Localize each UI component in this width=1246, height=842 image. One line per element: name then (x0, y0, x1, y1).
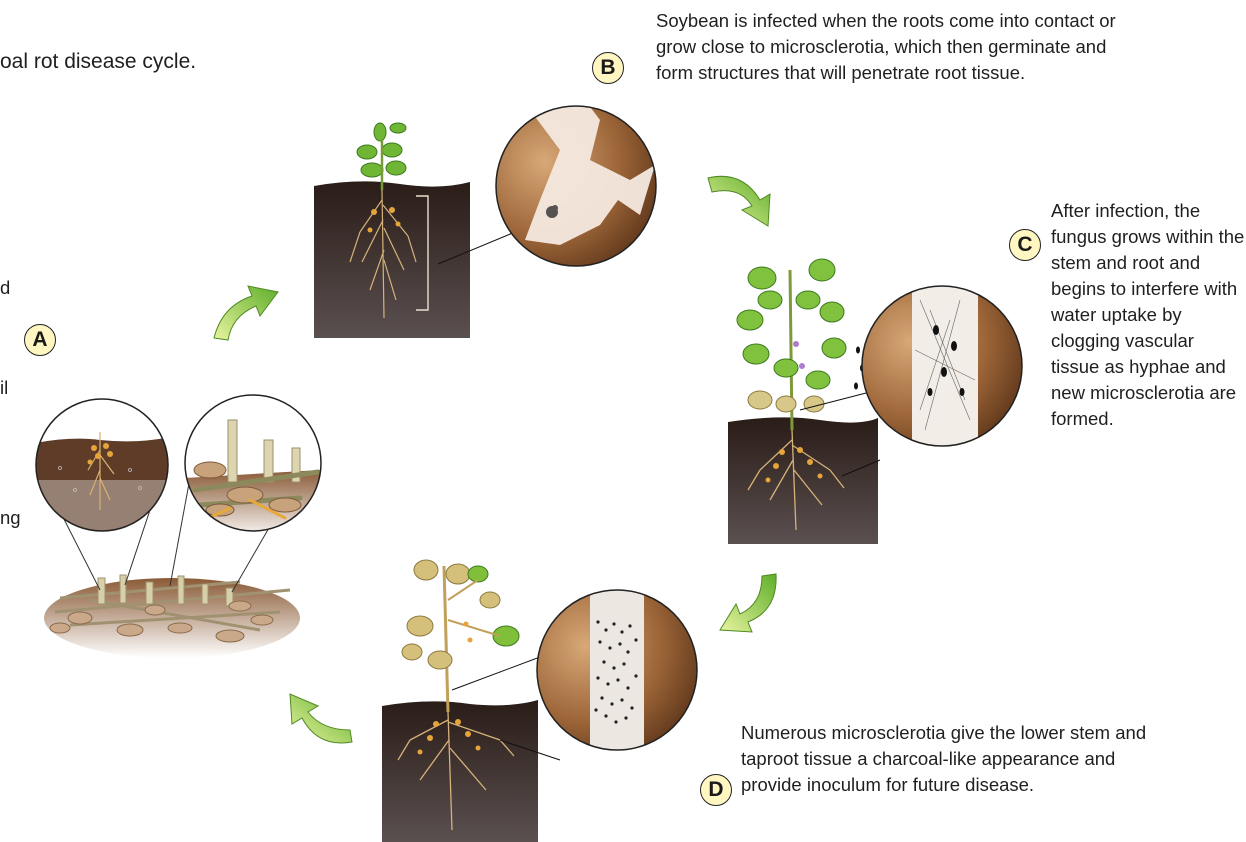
stage-a-text-fragment-3: ng (0, 506, 21, 530)
cycle-arrow-b-to-c (708, 176, 770, 226)
stage-d-badge: D (700, 774, 732, 806)
cycle-arrow-c-to-d (720, 574, 776, 632)
stage-c-stem-lens (862, 280, 1022, 450)
stage-a-soil-lens (30, 399, 175, 540)
stage-d-plant (382, 560, 560, 842)
cycle-arrow-a-to-b (214, 286, 278, 340)
stage-a-badge: A (24, 324, 56, 356)
stage-a-residue (30, 395, 321, 658)
stage-c-description: After infection, the fungus grows within… (1051, 198, 1246, 432)
cycle-arrow-d-to-a (290, 694, 352, 743)
stage-b-seedling (314, 123, 520, 338)
stage-d-description: Numerous microsclerotia give the lower s… (741, 720, 1161, 798)
stage-a-residue-lens (185, 395, 321, 540)
stage-b-badge: B (592, 52, 624, 84)
stage-d-stem-lens (537, 586, 697, 756)
stage-b-root-lens (496, 100, 656, 266)
stage-b-description: Soybean is infected when the roots come … (656, 8, 1126, 86)
stage-a-text-fragment-1: d (0, 276, 10, 300)
diagram-title: oal rot disease cycle. (0, 48, 196, 76)
stage-a-text-fragment-2: il (0, 376, 8, 400)
stage-c-badge: C (1009, 229, 1041, 261)
stage-c-plant (728, 259, 880, 544)
